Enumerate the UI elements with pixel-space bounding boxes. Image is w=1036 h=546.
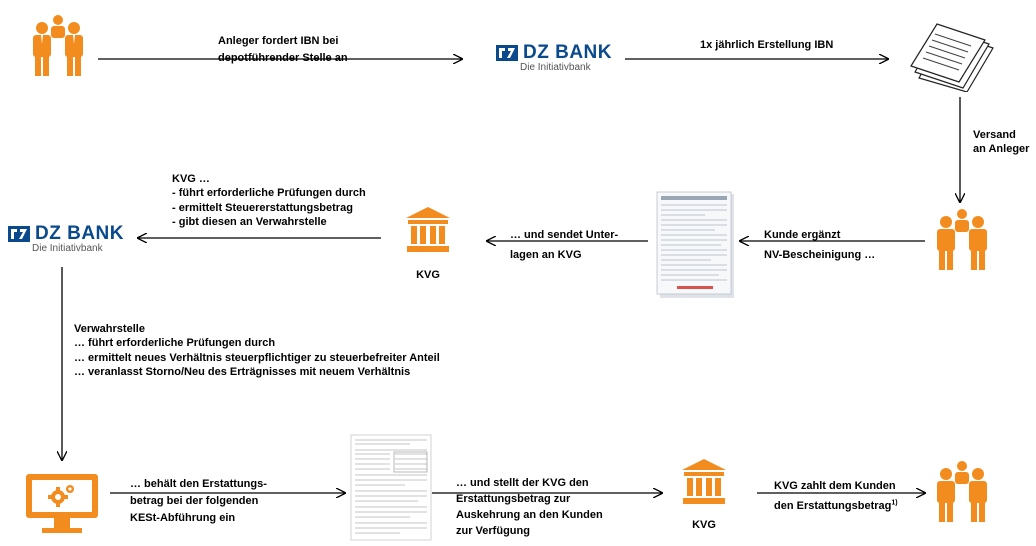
- step3-label: Versand an Anleger: [973, 128, 1029, 157]
- step7-line3: … ermittelt neues Verhältnis steuerpflic…: [74, 351, 440, 364]
- dz-bank-name: DZ BANK: [35, 223, 124, 244]
- step7-line2: … führt erforderliche Prüfungen durch: [74, 337, 276, 350]
- step9-label: … und stellt der KVG den Erstattungsbetr…: [456, 476, 603, 540]
- investor-icon-right-middle: [934, 208, 990, 277]
- step5-line2: lagen an KVG: [510, 249, 582, 262]
- step7-label: Verwahrstelle … führt erforderliche Prüf…: [74, 322, 440, 379]
- nv-form-document-icon: [655, 190, 737, 305]
- step6-line4: - gibt diesen an Verwahrstelle: [172, 215, 327, 228]
- footnote-marker: 1): [891, 499, 898, 507]
- step9-line1: … und stellt der KVG den: [456, 477, 589, 489]
- step6-label: KVG … - führt erforderliche Prüfungen du…: [172, 172, 366, 229]
- step8-label: … behält den Erstattungs- betrag bei der…: [130, 476, 267, 527]
- step8-line1: … behält den Erstattungs-: [130, 478, 267, 490]
- kvg-label: KVG: [692, 519, 716, 531]
- step4-line1: Kunde ergänzt: [764, 229, 841, 241]
- step1-line2: depotführender Stelle an: [218, 52, 348, 65]
- step4-label: Kunde ergänzt NV-Bescheinigung …: [764, 225, 875, 266]
- step1-line1: Anleger fordert IBN bei: [218, 35, 339, 47]
- step8-line2: betrag bei der folgenden: [130, 495, 259, 508]
- step4-line2: NV-Bescheinigung …: [764, 249, 876, 262]
- computer-settings-icon: [24, 472, 100, 541]
- step7-line4: … veranlasst Storno/Neu des Erträgnisses…: [74, 365, 411, 378]
- step2-label: 1x jährlich Erstellung IBN: [700, 39, 834, 51]
- step10-label: KVG zahlt dem Kunden den Erstattungsbetr…: [774, 476, 898, 517]
- step10-line2-text: den Erstattungsbetrag: [774, 500, 892, 513]
- dz-bank-logo-top: DZ BANK Die Initiativbank: [496, 42, 612, 73]
- dz-bank-mark-icon: [496, 45, 518, 61]
- kvg-node-middle: KVG: [402, 206, 454, 281]
- kvg-node-bottom: KVG: [678, 458, 730, 531]
- bank-building-icon: [406, 207, 450, 252]
- step1-label: Anleger fordert IBN bei depotführender S…: [218, 33, 348, 67]
- paper-stack-icon: [905, 20, 997, 97]
- step5-line1: … und sendet Unter-: [510, 229, 619, 241]
- step8-line3: KESt-Abführung ein: [130, 512, 236, 525]
- dz-bank-mark-icon: [8, 226, 30, 242]
- step9-line3: Auskehrung an den Kunden: [456, 508, 603, 521]
- investor-icon-bottom-right: [934, 460, 990, 529]
- step6-line2: - führt erforderliche Prüfungen durch: [172, 187, 366, 200]
- step7-line1: Verwahrstelle: [74, 323, 145, 335]
- dz-bank-tagline: Die Initiativbank: [520, 62, 591, 73]
- step9-line2: Erstattungsbetrag zur: [456, 492, 571, 505]
- step10-line2: den Erstattungsbetrag1): [774, 496, 898, 516]
- investor-icon-top-left: [30, 14, 86, 83]
- step3-line1: Versand: [973, 129, 1016, 141]
- step9-line4: zur Verfügung: [456, 524, 530, 537]
- bank-building-icon: [682, 459, 726, 504]
- step5-label: … und sendet Unter- lagen an KVG: [510, 225, 618, 266]
- step6-line3: - ermittelt Steuererstattungsbetrag: [172, 201, 353, 214]
- step6-line1: KVG …: [172, 173, 210, 185]
- kvg-label: KVG: [416, 269, 440, 281]
- step10-line1: KVG zahlt dem Kunden: [774, 480, 896, 492]
- dz-bank-tagline: Die Initiativbank: [32, 243, 103, 254]
- tax-form-document-icon: [350, 434, 432, 546]
- dz-bank-logo-left: DZ BANK Die Initiativbank: [8, 223, 124, 254]
- dz-bank-name: DZ BANK: [523, 42, 612, 63]
- step3-line2: an Anleger: [973, 143, 1030, 156]
